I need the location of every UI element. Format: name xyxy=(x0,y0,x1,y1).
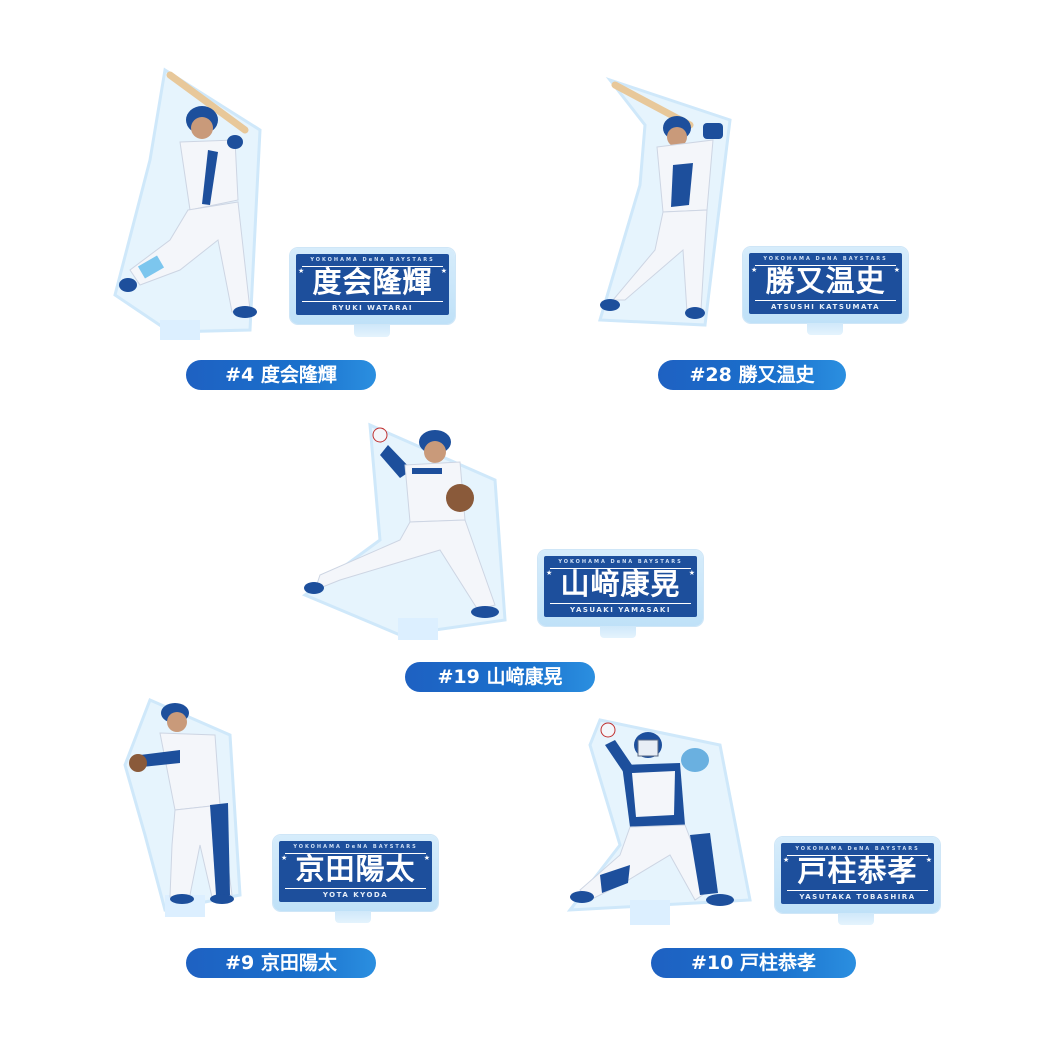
name-plate-panel: YOKOHAMA DeNA BAYSTARS ★ ★ 京田陽太 YOTA KYO… xyxy=(279,841,432,902)
batter-figure xyxy=(113,67,262,340)
plate-player-name: 勝又温史 xyxy=(765,264,886,298)
name-plate-panel: YOKOHAMA DeNA BAYSTARS ★ ★ 勝又温史 ATSUSHI … xyxy=(749,253,902,314)
acrylic-stand-tobashira: YOKOHAMA DeNA BAYSTARS ★ ★ 戸柱恭孝 YASUTAKA… xyxy=(560,715,945,930)
star-icon: ★ xyxy=(688,569,695,577)
star-icon: ★ xyxy=(546,569,553,577)
plate-player-name: 京田陽太 xyxy=(295,852,416,886)
plate-player-name: 戸柱恭孝 xyxy=(797,854,918,888)
plate-player-name: 度会隆輝 xyxy=(312,265,433,299)
name-plate-watarai: YOKOHAMA DeNA BAYSTARS ★ ★ 度会隆輝 RYUKI WA… xyxy=(290,248,455,324)
plate-team-text: YOKOHAMA DeNA BAYSTARS xyxy=(310,257,435,263)
name-plate-panel: YOKOHAMA DeNA BAYSTARS ★ ★ 度会隆輝 RYUKI WA… xyxy=(296,254,449,315)
star-icon: ★ xyxy=(423,854,430,862)
label-katsumata: #28 勝又温史 xyxy=(658,360,846,390)
plate-player-roman: YASUAKI YAMASAKI xyxy=(570,606,671,614)
label-yamasaki: #19 山﨑康晃 xyxy=(405,662,595,692)
plate-team-text: YOKOHAMA DeNA BAYSTARS xyxy=(795,846,920,852)
star-icon: ★ xyxy=(925,856,932,864)
acrylic-stand-kyoda: YOKOHAMA DeNA BAYSTARS ★ ★ 京田陽太 YOTA KYO… xyxy=(120,695,450,925)
star-icon: ★ xyxy=(281,854,288,862)
plate-player-roman: RYUKI WATARAI xyxy=(331,304,414,312)
pitcher-figure xyxy=(301,422,507,640)
label-watarai: #4 度会隆輝 xyxy=(186,360,376,390)
plate-player-name: 山﨑康晃 xyxy=(560,567,681,601)
pitcher-figure xyxy=(123,697,242,917)
plate-stand-base xyxy=(600,626,636,638)
label-tobashira: #10 戸柱恭孝 xyxy=(651,948,856,978)
name-plate-panel: YOKOHAMA DeNA BAYSTARS ★ ★ 戸柱恭孝 YASUTAKA… xyxy=(781,843,934,904)
acrylic-stand-watarai: YOKOHAMA DeNA BAYSTARS ★ ★ 度会隆輝 RYUKI WA… xyxy=(110,67,460,345)
plate-team-text: YOKOHAMA DeNA BAYSTARS xyxy=(763,256,888,262)
name-plate-kyoda: YOKOHAMA DeNA BAYSTARS ★ ★ 京田陽太 YOTA KYO… xyxy=(273,835,438,911)
star-icon: ★ xyxy=(893,266,900,274)
plate-player-roman: ATSUSHI KATSUMATA xyxy=(770,303,881,311)
name-plate-katsumata: YOKOHAMA DeNA BAYSTARS ★ ★ 勝又温史 ATSUSHI … xyxy=(743,247,908,323)
star-icon: ★ xyxy=(783,856,790,864)
plate-stand-base xyxy=(335,911,371,923)
catcher-figure xyxy=(566,718,752,925)
acrylic-stand-yamasaki: YOKOHAMA DeNA BAYSTARS ★ ★ 山﨑康晃 YASUAKI … xyxy=(300,420,710,645)
plate-stand-base xyxy=(807,323,843,335)
plate-frame xyxy=(550,568,691,604)
acrylic-stand-katsumata: YOKOHAMA DeNA BAYSTARS ★ ★ 勝又温史 ATSUSHI … xyxy=(595,75,915,340)
plate-stand-base xyxy=(354,325,390,337)
plate-frame xyxy=(302,266,443,302)
plate-frame xyxy=(285,853,426,889)
plate-team-text: YOKOHAMA DeNA BAYSTARS xyxy=(558,559,683,565)
star-icon: ★ xyxy=(440,267,447,275)
star-icon: ★ xyxy=(751,266,758,274)
star-icon: ★ xyxy=(298,267,305,275)
plate-team-text: YOKOHAMA DeNA BAYSTARS xyxy=(293,844,418,850)
label-kyoda: #9 京田陽太 xyxy=(186,948,376,978)
name-plate-tobashira: YOKOHAMA DeNA BAYSTARS ★ ★ 戸柱恭孝 YASUTAKA… xyxy=(775,837,940,913)
plate-player-roman: YASUTAKA TOBASHIRA xyxy=(799,893,916,901)
plate-player-roman: YOTA KYODA xyxy=(322,891,389,899)
plate-frame xyxy=(755,265,896,301)
plate-stand-base xyxy=(838,913,874,925)
name-plate-panel: YOKOHAMA DeNA BAYSTARS ★ ★ 山﨑康晃 YASUAKI … xyxy=(544,556,697,617)
name-plate-yamasaki: YOKOHAMA DeNA BAYSTARS ★ ★ 山﨑康晃 YASUAKI … xyxy=(538,550,703,626)
batter-figure xyxy=(598,77,732,327)
plate-frame xyxy=(787,855,928,891)
